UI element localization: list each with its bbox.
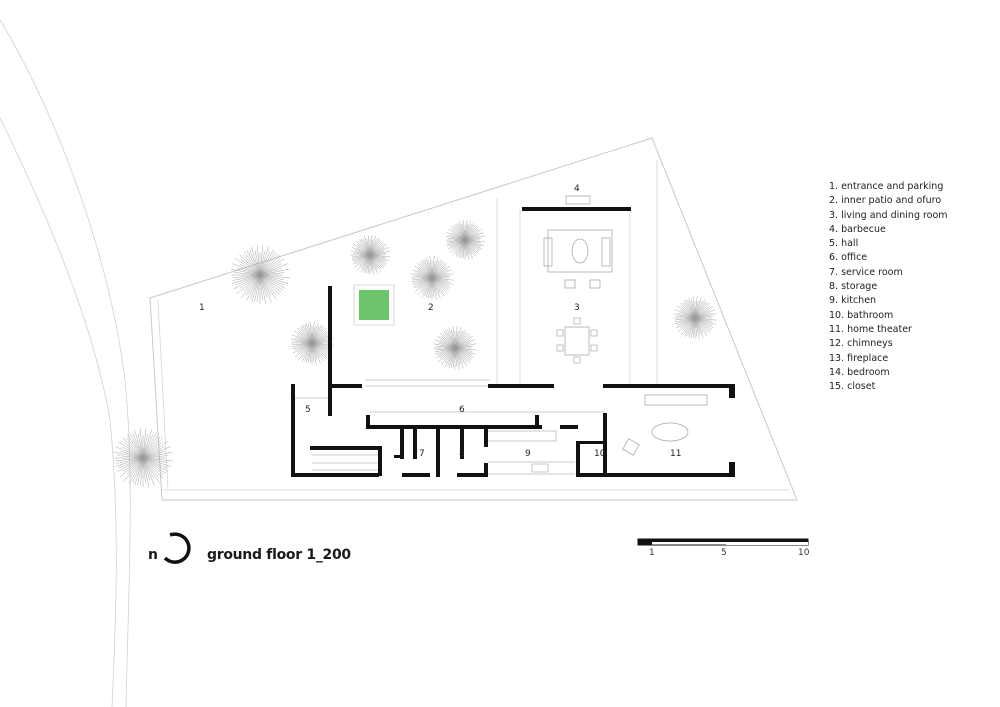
legend-item: 5. hall (829, 238, 859, 250)
room-label: 2 (428, 303, 434, 313)
room-label: 4 (574, 184, 580, 194)
north-arrow-icon (163, 532, 191, 564)
tree-icon (433, 326, 477, 370)
interior-lines (295, 379, 605, 475)
north-label: n (148, 547, 158, 563)
legend-item: 11. home theater (829, 323, 912, 335)
site-line (157, 299, 169, 491)
legend-item: 9. kitchen (829, 295, 877, 307)
dining-chairs (556, 317, 598, 364)
tree-icon (410, 256, 454, 300)
theater-sofa (644, 394, 708, 406)
sofa (601, 237, 611, 267)
room-label: 5 (305, 405, 311, 415)
legend-item: 2. inner patio and ofuro (829, 195, 942, 207)
dining-table (564, 326, 590, 356)
armchair (589, 279, 601, 289)
theater-table (651, 422, 689, 442)
coffee-table (571, 238, 589, 264)
living-rug (547, 229, 613, 273)
site-boundary (149, 137, 798, 501)
plan-title: ground floor 1_200 (207, 547, 351, 563)
legend-item: 3. living and dining room (829, 209, 948, 221)
tree-icon (673, 296, 717, 340)
tree-icon (230, 245, 290, 305)
legend-item: 1. entrance and parking (829, 181, 944, 192)
scale-bar (637, 538, 809, 546)
tree-icon (350, 235, 390, 275)
legend-item: 7. service room (829, 266, 903, 278)
room-label: 7 (419, 449, 425, 459)
trees (113, 220, 717, 488)
legend-item: 10. bathroom (829, 309, 894, 321)
tree-icon (290, 321, 334, 365)
room-label: 1 (199, 303, 205, 313)
legend-item: 14. bedroom (829, 366, 890, 378)
room-label: 3 (574, 303, 580, 313)
ofuro-pool (359, 290, 389, 320)
scale-label: 1 (649, 548, 655, 558)
barbecue (565, 195, 591, 205)
legend-item: 6. office (829, 252, 868, 264)
room-label: 6 (459, 405, 465, 415)
armchair (564, 279, 576, 289)
street-curve (0, 117, 117, 707)
room-label: 11 (670, 449, 681, 459)
legend-item: 12. chimneys (829, 338, 893, 350)
theater-chair (622, 438, 640, 456)
tree-icon (445, 220, 485, 260)
legend-item: 8. storage (829, 281, 878, 293)
room-label: 9 (525, 449, 531, 459)
legend: 1. entrance and parking 2. inner patio a… (829, 180, 948, 394)
ofuro-border (353, 284, 395, 326)
legend-item: 4. barbecue (829, 223, 886, 235)
room-label: 8 (459, 449, 465, 459)
room-label: 10 (594, 449, 606, 459)
sofa (543, 237, 553, 267)
scale-label: 10 (798, 548, 810, 558)
scale-label: 5 (721, 548, 727, 558)
legend-item: 13. fireplace (829, 352, 889, 364)
legend-item: 15. closet (829, 381, 876, 393)
street-curve (0, 19, 131, 707)
walls (291, 207, 735, 477)
tree-icon (113, 428, 173, 488)
